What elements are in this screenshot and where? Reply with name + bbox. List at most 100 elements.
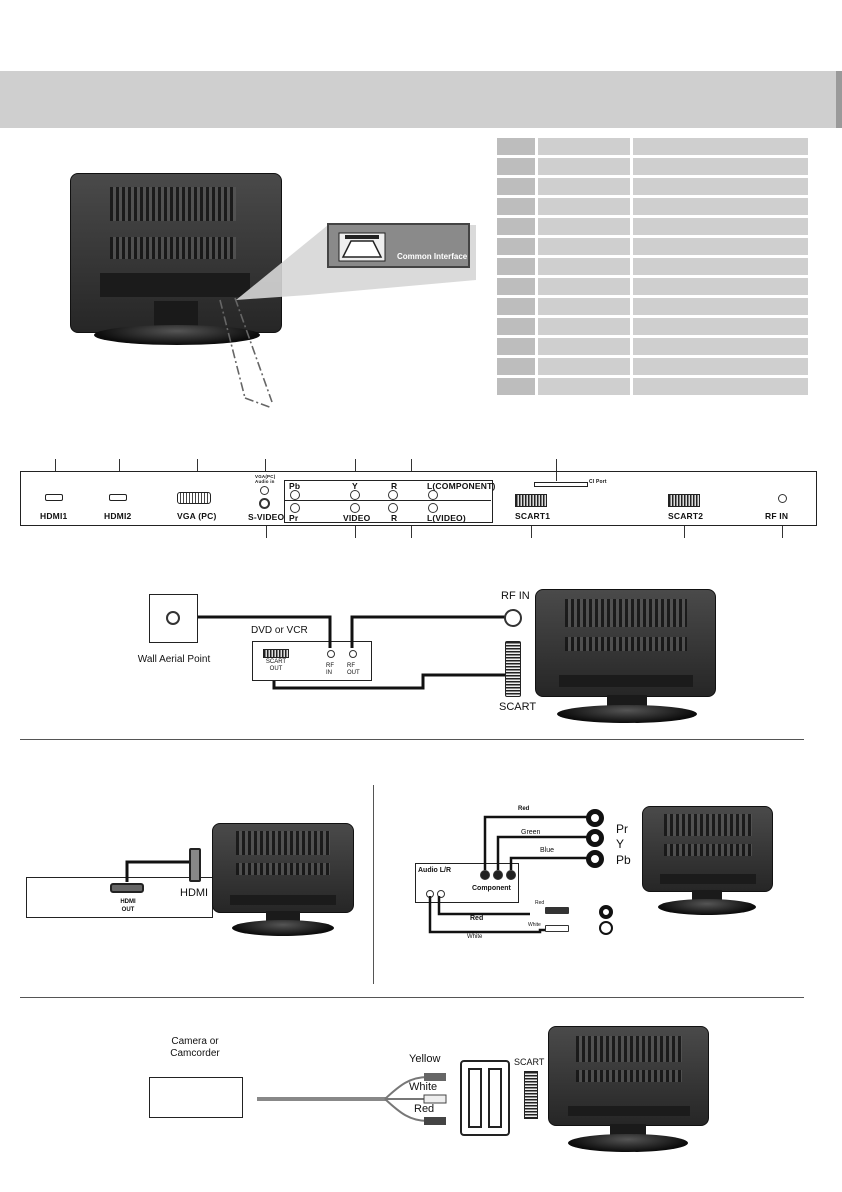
tick <box>411 459 412 471</box>
white-wire-label: White <box>467 934 483 940</box>
svideo-jack-icon <box>259 498 270 509</box>
component-pb-jack-icon <box>506 870 516 880</box>
r-bottom-label: R <box>391 513 398 523</box>
table-row <box>497 278 808 295</box>
red-top-label: Red <box>518 806 530 812</box>
table-row <box>497 338 808 355</box>
y-jack-icon <box>350 490 360 500</box>
red-plug-icon <box>545 907 569 914</box>
l-video-label: L(VIDEO) <box>427 513 466 523</box>
yellow-label: Yellow <box>409 1053 441 1065</box>
tick <box>265 459 266 471</box>
table-row <box>497 178 808 195</box>
ci-slot-icon <box>338 232 386 262</box>
table-row <box>497 318 808 335</box>
white-plug-icon <box>545 925 569 932</box>
tv-rf-in-jack-icon <box>504 609 522 627</box>
red-plug-label: Red <box>535 900 545 906</box>
hdmi-out-port-icon <box>110 883 144 893</box>
y-label: Y <box>352 481 358 491</box>
scart1-port-icon <box>515 494 547 507</box>
pr-label: Pr <box>616 822 628 836</box>
y-label: Y <box>616 837 625 851</box>
common-interface-label: Common Interface <box>397 252 468 261</box>
pr-jack-icon <box>290 503 300 513</box>
common-interface-callout: Common Interface <box>327 223 470 268</box>
tick <box>266 526 267 538</box>
hdmi-label: HDMI <box>180 887 209 899</box>
vga-audio-label: VGA(PC) Audio in <box>255 474 276 484</box>
tick <box>556 459 557 481</box>
scart-adapter-icon <box>460 1060 510 1136</box>
dvd-scart-out-label: SCART OUT <box>265 659 287 672</box>
section-divider <box>20 739 804 740</box>
table-row <box>497 158 808 175</box>
red-label: Red <box>414 1103 435 1115</box>
hdmi2-port-icon <box>109 494 127 501</box>
wall-socket-icon <box>166 611 180 625</box>
rf-in-jack-icon <box>778 494 787 503</box>
tv-scart-connector-icon <box>505 641 521 697</box>
table-row <box>497 378 808 395</box>
pr-label: Pr <box>289 513 299 523</box>
tv-pb-jack-icon <box>586 850 604 868</box>
dvd-vcr-label: DVD or VCR <box>251 625 308 636</box>
hdmi-cable <box>125 860 195 882</box>
table-row <box>497 138 808 155</box>
table-row <box>497 358 808 375</box>
pb-label: Pb <box>616 853 631 867</box>
l-component-label: L(COMPONENT) <box>427 481 496 491</box>
scart-label: SCART <box>514 1057 545 1067</box>
tv-rear-view-hdmi <box>212 823 354 943</box>
red-wire-label: Red <box>470 915 484 922</box>
tv-rear-view-camera <box>548 1026 709 1156</box>
camera-box <box>149 1077 243 1118</box>
av-group-box <box>284 480 493 523</box>
rf-in-label: RF IN <box>765 511 789 521</box>
tick <box>684 526 685 538</box>
av-cable-fan-out <box>384 1073 447 1125</box>
aerial-cables <box>198 615 505 690</box>
table-row <box>497 198 808 215</box>
tv-audio-r-jack-icon <box>599 921 613 935</box>
r-component-jack-icon <box>388 490 398 500</box>
tv-pr-jack-icon <box>586 809 604 827</box>
hdmi2-label: HDMI2 <box>104 511 132 521</box>
white-label: White <box>409 1081 438 1093</box>
scart2-label: SCART2 <box>668 511 704 521</box>
av-group-divider <box>284 500 491 501</box>
hdmi-plug-icon <box>189 848 201 882</box>
tick <box>355 526 356 538</box>
tick <box>531 526 532 538</box>
vga-label: VGA (PC) <box>177 511 217 521</box>
tv-y-jack-icon <box>586 829 604 847</box>
pb-label: Pb <box>289 481 301 491</box>
wall-aerial-label: Wall Aerial Point <box>137 654 211 665</box>
tv-rf-in-label: RF IN <box>501 590 530 602</box>
green-label: Green <box>521 829 541 836</box>
pb-jack-icon <box>290 490 300 500</box>
tick <box>197 459 198 471</box>
audio-r-jack-icon <box>437 890 445 898</box>
tv-rear-view-aerial <box>535 589 716 729</box>
table-row <box>497 238 808 255</box>
component-cables <box>428 815 588 934</box>
video-label: VIDEO <box>343 513 371 523</box>
dvd-scart-icon <box>263 649 289 658</box>
white-plug-label: White <box>528 922 541 928</box>
scart1-label: SCART1 <box>515 511 551 521</box>
tv-scart-port-icon <box>524 1071 538 1119</box>
scart2-port-icon <box>668 494 700 507</box>
wall-aerial-box <box>149 594 198 643</box>
component-pr-jack-icon <box>480 870 490 880</box>
tick <box>355 459 356 471</box>
vertical-divider <box>373 785 374 984</box>
table-row <box>497 298 808 315</box>
vga-audio-jack-icon <box>260 486 269 495</box>
vga-port-icon <box>177 492 211 504</box>
dvd-rf-out-jack-icon <box>349 650 357 658</box>
tv-rear-view-top <box>70 173 282 413</box>
table-row <box>497 258 808 275</box>
r-top-label: R <box>391 481 398 491</box>
connection-table <box>497 135 808 398</box>
